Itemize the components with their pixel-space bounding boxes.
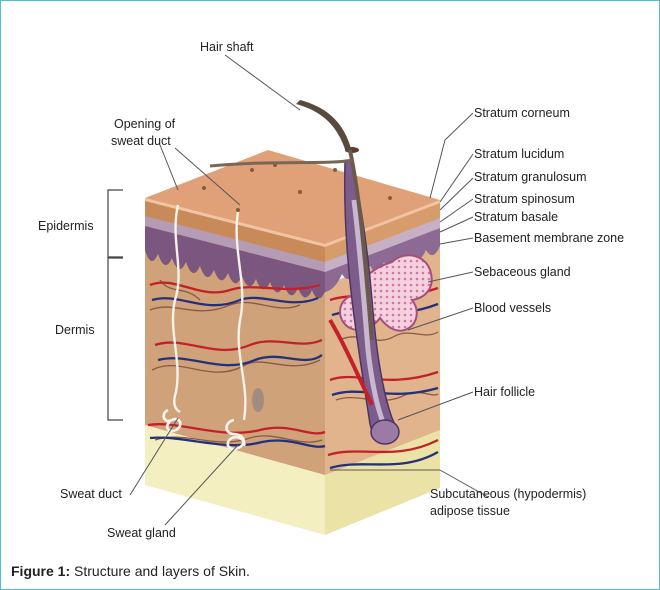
caption-text: Structure and layers of Skin. [70, 563, 250, 579]
hair-shaft-shape [296, 100, 352, 152]
caption-label: Figure 1: [11, 563, 70, 579]
label-stratum-spinosum: Stratum spinosum [474, 192, 575, 206]
epidermis-bracket [108, 190, 123, 257]
label-basement-membrane-zone: Basement membrane zone [474, 231, 624, 245]
hair-bulb [371, 420, 399, 444]
label-sweat-duct: Sweat duct [60, 487, 122, 501]
label-sebaceous-gland: Sebaceous gland [474, 265, 571, 279]
sweat-gland-bulb [252, 388, 264, 412]
figure-caption: Figure 1: Structure and layers of Skin. [11, 563, 250, 579]
label-subcutaneous-1: Subcutaneous (hypodermis) [430, 487, 586, 501]
skin-diagram: Hair shaft Opening of sweat duct Epiderm… [0, 0, 660, 560]
label-dermis: Dermis [55, 323, 95, 337]
label-epidermis: Epidermis [38, 219, 94, 233]
label-blood-vessels: Blood vessels [474, 301, 551, 315]
label-subcutaneous-2: adipose tissue [430, 504, 510, 518]
label-stratum-basale: Stratum basale [474, 210, 558, 224]
label-opening-sweat-duct-1: Opening of [114, 117, 176, 131]
label-hair-follicle: Hair follicle [474, 385, 535, 399]
label-sweat-gland: Sweat gland [107, 526, 176, 540]
dermis-bracket [108, 258, 123, 420]
label-opening-sweat-duct-2: sweat duct [111, 134, 171, 148]
label-stratum-lucidum: Stratum lucidum [474, 147, 564, 161]
label-hair-shaft: Hair shaft [200, 40, 254, 54]
label-stratum-corneum: Stratum corneum [474, 106, 570, 120]
label-stratum-granulosum: Stratum granulosum [474, 170, 587, 184]
